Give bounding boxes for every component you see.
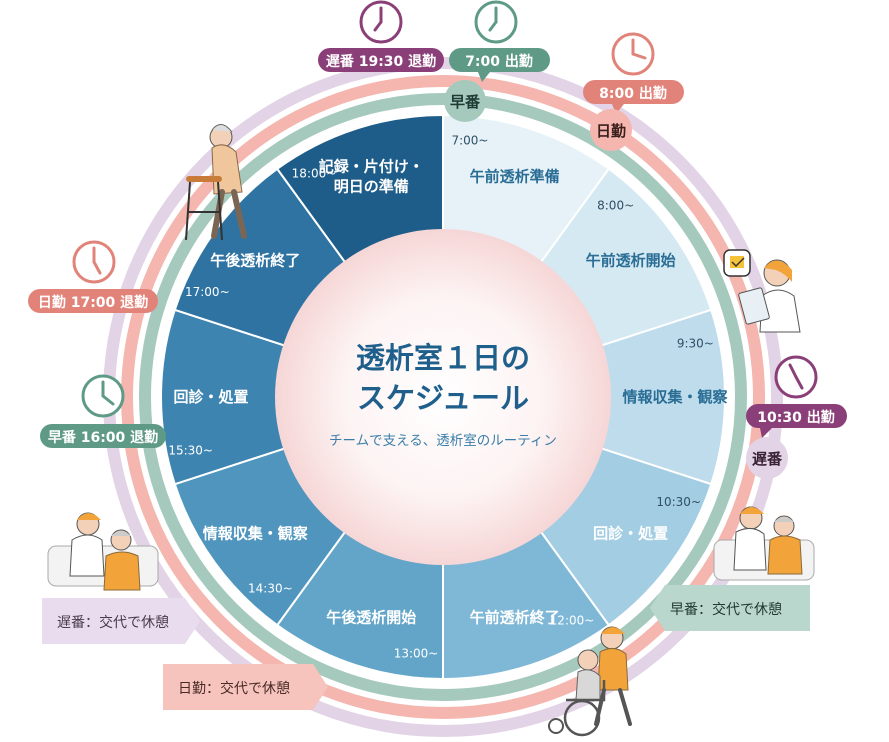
segment-label: 午後透析終了 [210, 252, 300, 270]
day-break-tag: 日勤：交代で休憩 [163, 664, 328, 710]
early-break-label: 早番：交代で休憩 [670, 601, 782, 618]
center-subtitle: チームで支える、透析室のルーティン [329, 432, 557, 449]
center-disc [275, 229, 611, 565]
segment-time: 14:30~ [248, 582, 293, 596]
segment-label: 明日の準備 [334, 177, 409, 195]
segment-time: 9:30~ [677, 336, 714, 350]
segment-time: 10:30~ [656, 495, 701, 509]
late-break-label: 遅番：交代で休憩 [57, 614, 169, 631]
walker-elderly-icon [185, 124, 247, 241]
late-break-tag: 遅番：交代で休憩 [42, 598, 200, 644]
segment-label: 情報収集・観察 [622, 388, 728, 406]
center-title-line1: 透析室１日の [356, 341, 530, 375]
segment-time: 17:00~ [185, 285, 230, 299]
wheelchair-icon [548, 626, 632, 737]
early-shift-start-marker: 7:00 出勤 早番 [444, 0, 550, 122]
day-shift-start-marker: 8:00 出勤 日勤 [583, 32, 684, 151]
day-shift-name: 日勤 [596, 122, 626, 140]
day-start-label: 8:00 出勤 [599, 85, 667, 102]
early-break-tag: 早番：交代で休憩 [650, 585, 810, 631]
nurse-clipboard-icon [723, 249, 801, 333]
early-start-label: 7:00 出勤 [465, 53, 533, 70]
segment-time: 13:00~ [394, 647, 439, 661]
segment-time: 7:00~ [451, 133, 488, 147]
segment-label: 記録・片付け・ [319, 157, 424, 175]
segment-time: 18:00~ [292, 167, 337, 181]
nurse-patient-icon [47, 512, 159, 591]
late-shift-name: 遅番 [752, 450, 783, 468]
late-start-label: 10:30 出勤 [757, 409, 834, 426]
segment-time: 12:00~ [550, 613, 595, 627]
early-shift-name: 早番 [450, 93, 481, 111]
segment-label: 回診・処置 [593, 524, 668, 542]
early-shift-end-marker: 早番 16:00 退勤 [40, 374, 166, 448]
segment-time: 8:00~ [597, 198, 634, 212]
segment-label: 情報収集・観察 [203, 524, 309, 542]
day-shift-end-marker: 日勤 17:00 退勤 [28, 240, 158, 313]
early-end-label: 早番 16:00 退勤 [48, 429, 158, 446]
segment-time: 15:30~ [168, 444, 213, 458]
day-break-label: 日勤：交代で休憩 [178, 680, 290, 697]
segment-label: 午後透析開始 [326, 609, 416, 627]
late-end-label: 遅番 19:30 退勤 [326, 53, 436, 70]
day-shift-ring [121, 75, 765, 719]
center-title-line2: スケジュール [357, 381, 529, 415]
nurse-patient-icon [713, 506, 815, 581]
segment-labels: 午前透析準備 7:00~ 午前透析開始 8:00~ 情報収集・観察 9:30~ 回診・処置 1… [168, 133, 728, 660]
segment-label: 回診・処置 [173, 388, 248, 406]
early-shift-ring [139, 93, 747, 701]
late-shift-start-marker: 10:30 出勤 遅番 [746, 355, 847, 479]
segment-label: 午前透析終了 [470, 609, 560, 627]
segment-label: 午前透析準備 [470, 167, 560, 185]
day-end-label: 日勤 17:00 退勤 [38, 294, 148, 311]
late-shift-end-marker: 遅番 19:30 退勤 [318, 0, 444, 72]
segment-label: 午前透析開始 [586, 252, 676, 270]
